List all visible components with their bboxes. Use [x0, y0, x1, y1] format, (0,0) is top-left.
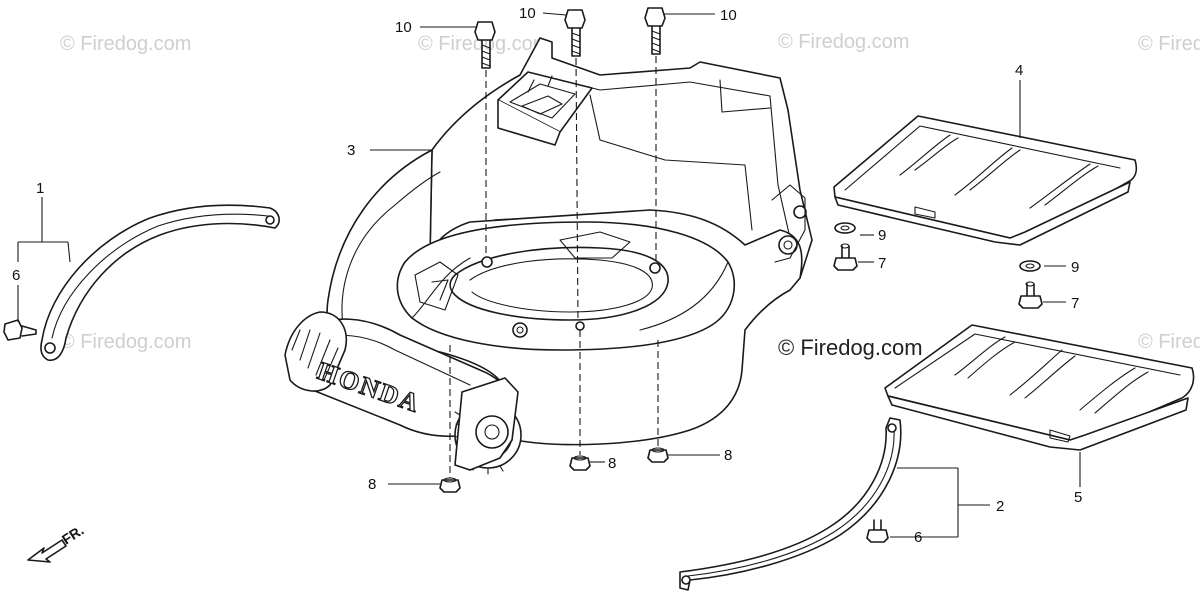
- part-2-strap: [679, 417, 902, 591]
- watermark-text: © Firedog.com: [60, 331, 191, 353]
- callout-5: 5: [1074, 489, 1082, 506]
- nut-8-center: [569, 455, 591, 471]
- callout-6: 6: [12, 267, 20, 284]
- watermark-text: © Firedog.com: [418, 33, 549, 55]
- watermark-text: © Firedog.com: [1138, 331, 1200, 353]
- callout-8: 8: [608, 455, 616, 472]
- callout-labels: 10 10 10 3 4 1 6 9 7 9 7 5 2 6 8 8 8: [12, 5, 1082, 546]
- callout-7: 7: [878, 255, 886, 272]
- watermark-layer: © Firedog.com © Firedog.com © Firedog.co…: [60, 31, 1200, 360]
- callout-7: 7: [1071, 295, 1079, 312]
- alignment-line: [575, 57, 579, 323]
- watermark-main: © Firedog.com: [778, 335, 923, 360]
- bolt-6-left: [3, 319, 37, 341]
- callout-9: 9: [878, 227, 886, 244]
- part-5-chute-lower: [884, 324, 1195, 451]
- callout-10: 10: [395, 19, 412, 36]
- callout-6: 6: [914, 529, 922, 546]
- deck-housing: HONDA: [284, 37, 813, 475]
- nut-8-left: [439, 477, 461, 493]
- washer-9-upper: [834, 222, 856, 234]
- front-direction-arrow: FR.: [27, 522, 87, 563]
- watermark-text: © Firedog.com: [1138, 33, 1200, 55]
- bolt-10-center: [564, 9, 586, 57]
- nut-8-right: [647, 447, 669, 463]
- callout-8: 8: [368, 476, 376, 493]
- bolt-10-right: [644, 7, 666, 55]
- washer-9-lower: [1019, 260, 1041, 272]
- callout-8: 8: [724, 447, 732, 464]
- leader-lines: [17, 12, 1081, 538]
- callout-3: 3: [347, 142, 355, 159]
- bolt-7-upper: [833, 243, 858, 271]
- callout-10: 10: [519, 5, 536, 22]
- callout-10: 10: [720, 7, 737, 24]
- callout-4: 4: [1015, 62, 1023, 79]
- bolt-6-right: [866, 519, 889, 543]
- bolt-7-lower: [1018, 281, 1043, 309]
- callout-9: 9: [1071, 259, 1079, 276]
- bolt-10-left: [474, 21, 496, 69]
- watermark-text: © Firedog.com: [778, 31, 909, 53]
- callout-2: 2: [996, 498, 1004, 515]
- part-4-chute-upper: [833, 115, 1138, 246]
- part-1-strap: [40, 204, 280, 362]
- watermark-text: © Firedog.com: [60, 33, 191, 55]
- callout-1: 1: [36, 180, 44, 197]
